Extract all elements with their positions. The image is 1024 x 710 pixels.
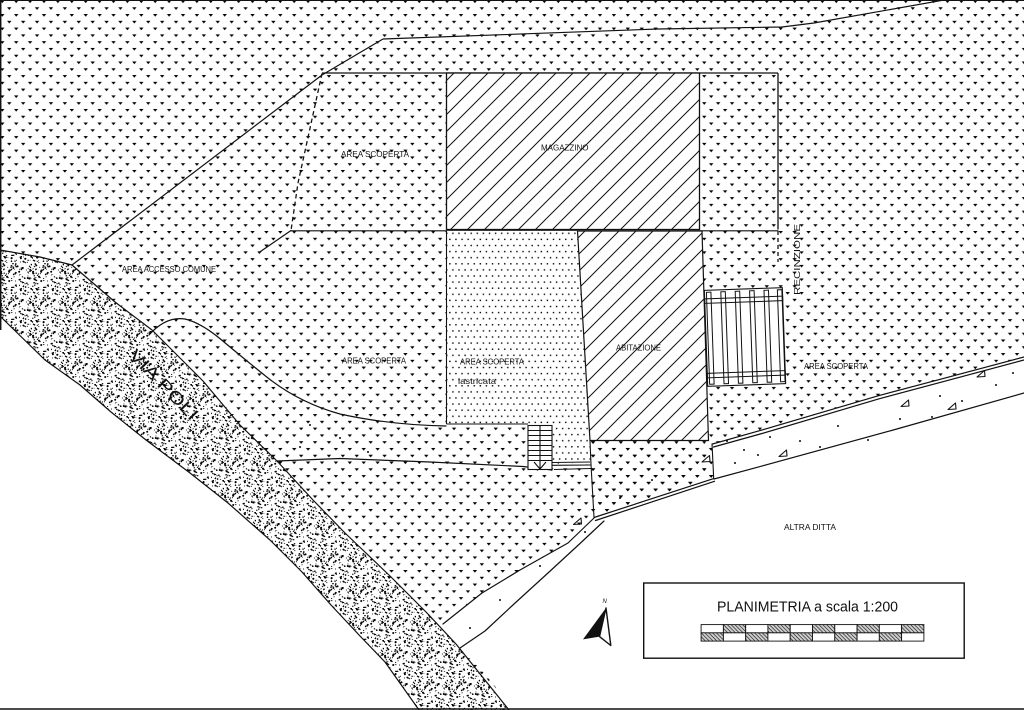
svg-text:RECINZIONE: RECINZIONE (792, 224, 802, 295)
svg-text:N: N (603, 599, 608, 605)
svg-text:ALTRA DITTA: ALTRA DITTA (784, 522, 836, 532)
svg-text:AREA SCOPERTA: AREA SCOPERTA (342, 356, 406, 366)
svg-text:AREA SCOPERTA: AREA SCOPERTA (460, 357, 524, 367)
svg-text:lastricata: lastricata (458, 376, 496, 386)
svg-text:MAGAZZINO: MAGAZZINO (541, 143, 589, 153)
svg-text:AREA SCOPERTA: AREA SCOPERTA (341, 149, 409, 159)
svg-text:PLANIMETRIA a scala 1:200: PLANIMETRIA a scala 1:200 (717, 600, 898, 616)
svg-text:AREA ACCESSO COMUNE: AREA ACCESSO COMUNE (122, 264, 216, 274)
svg-text:AREA SCOPERTA: AREA SCOPERTA (804, 361, 868, 371)
svg-text:ABITAZIONE: ABITAZIONE (616, 343, 661, 353)
